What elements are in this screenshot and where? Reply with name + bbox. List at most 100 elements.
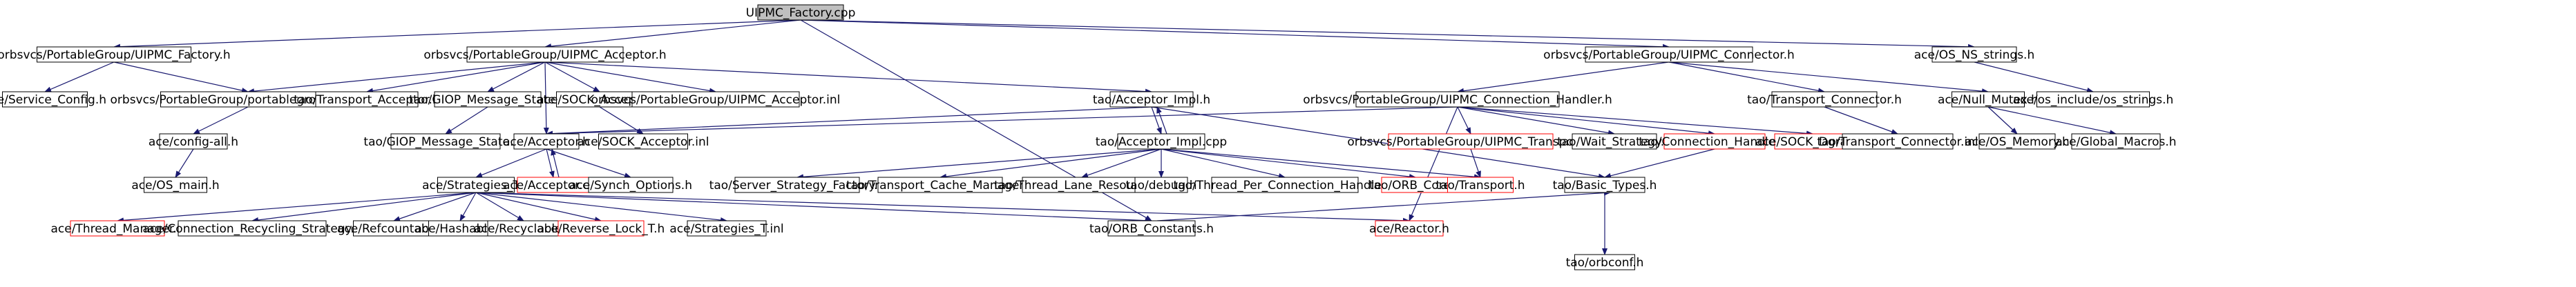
- node-label: tao/Acceptor_Impl.h: [1093, 93, 1210, 107]
- node-box: [1107, 220, 1196, 237]
- node-ace-refcountable-h[interactable]: ace/Refcountable.h: [337, 220, 450, 237]
- node-ace-os-main-h[interactable]: ace/OS_main.h: [131, 177, 220, 193]
- node-box: [1771, 91, 1878, 108]
- node-tao-orbconf-h[interactable]: tao/orbconf.h: [1566, 254, 1644, 270]
- edge-strategies_t_h-to-refcountable: [393, 192, 477, 221]
- node-tao-orb-constants-h[interactable]: tao/ORB_Constants.h: [1089, 220, 1214, 237]
- edge-acceptor_impl_h-to-basic_types: [1151, 106, 1605, 179]
- edge-acceptor_impl_cpp-to-thread_per_conn: [1161, 148, 1286, 179]
- edge-acceptor_impl_cpp-to-thread_lane_resources: [1081, 148, 1162, 178]
- edge-ace_acceptor_h-to-strategies_t_h: [475, 148, 547, 178]
- node-label: tao/Basic_Types.h: [1553, 179, 1657, 192]
- node-label: tao/Connection_Handler.h: [1639, 135, 1790, 149]
- node-box: [1574, 254, 1635, 270]
- node-label: tao/GIOP_Message_State.inl: [363, 135, 527, 149]
- node-label: tao/orbconf.h: [1566, 256, 1644, 270]
- node-ace-sock-acceptor-inl[interactable]: ace/SOCK_Acceptor.inl: [577, 133, 709, 150]
- node-ace-service-config-h[interactable]: ace/Service_Config.h: [0, 91, 106, 108]
- edge-acceptor_impl_cpp-to-acceptor_impl_h: [1156, 106, 1167, 135]
- node-ace-os-include-os-strings-h[interactable]: ace/os_include/os_strings.h: [2013, 91, 2174, 108]
- node-box: [757, 4, 844, 21]
- node-tao-transport-connector-h[interactable]: tao/Transport_Connector.h: [1747, 91, 1902, 108]
- edge-connector_h-to-transport_connector: [1668, 61, 1825, 94]
- node-tao-orb-core-h[interactable]: tao/ORB_Core.h: [1369, 177, 1462, 193]
- node-box: [1931, 46, 2017, 63]
- node-tao-wait-strategy-h[interactable]: tao/Wait_Strategy.h: [1557, 133, 1672, 150]
- node-ace-os-ns-strings-h[interactable]: ace/OS_NS_strings.h: [1914, 46, 2034, 63]
- node-box: [1585, 46, 1753, 63]
- node-orbsvcs-portablegroup-uipmc-connection-handler-h[interactable]: orbsvcs/PortableGroup/UIPMC_Connection_H…: [1303, 91, 1612, 108]
- edge-strategies_t_h-to-thread_manager: [117, 192, 477, 224]
- node-tao-server-strategy-factory-h[interactable]: tao/Server_Strategy_Factory.h: [709, 177, 886, 193]
- node-box: [1134, 177, 1188, 193]
- edge-factory_h-to-pg_export: [113, 61, 249, 93]
- node-label: ace/OS_Memory.h: [1965, 135, 2070, 149]
- node-tao-thread-per-connection-handler-h[interactable]: tao/Thread_Per_Connection_Handler.h: [1174, 177, 1397, 193]
- node-ace-strategies-t-inl[interactable]: ace/Strategies_T.inl: [669, 220, 784, 237]
- node-ace-sock-dgram-h[interactable]: ace/SOCK_Dgram.h: [1755, 133, 1870, 150]
- node-ace-thread-manager-h[interactable]: ace/Thread_Manager.h: [50, 220, 184, 237]
- node-label: ace/SOCK_Dgram.h: [1755, 135, 1870, 149]
- node-box: [1375, 220, 1444, 237]
- node-label: ace/Acceptor.cpp: [503, 179, 604, 192]
- node-tao-giop-message-state-inl[interactable]: tao/GIOP_Message_State.inl: [363, 133, 528, 150]
- node-orbsvcs-portablegroup-uipmc-acceptor-h[interactable]: orbsvcs/PortableGroup/UIPMC_Acceptor.h: [423, 46, 667, 63]
- node-ace-recyclable-h[interactable]: ace/Recyclable.h: [474, 220, 573, 237]
- node-label: ace/Thread_Manager.h: [50, 222, 184, 236]
- node-orbsvcs-portablegroup-uipmc-acceptor-inl[interactable]: orbsvcs/PortableGroup/UIPMC_Acceptor.inl: [591, 91, 841, 108]
- node-label: tao/ORB_Constants.h: [1089, 222, 1214, 236]
- node-label: ace/Strategies_T.h: [422, 179, 530, 192]
- node-ace-acceptor-cpp[interactable]: ace/Acceptor.cpp: [503, 177, 604, 193]
- node-ace-os-memory-h[interactable]: ace/OS_Memory.h: [1965, 133, 2070, 150]
- node-ace-null-mutex-h[interactable]: ace/Null_Mutex.h: [1938, 91, 2039, 108]
- node-tao-transport-connector-inl[interactable]: tao/Transport_Connector.inl: [1817, 133, 1978, 150]
- node-ace-synch-options-h[interactable]: ace/Synch_Options.h: [569, 177, 692, 193]
- node-ace-sock-acceptor-h[interactable]: ace/SOCK_Acceptor.h: [537, 91, 662, 108]
- edge-pg_export-to-config_all: [193, 106, 249, 135]
- node-box: [2036, 91, 2150, 108]
- node-label: orbsvcs/PortableGroup/UIPMC_Connection_H…: [1303, 93, 1612, 107]
- node-box: [1978, 133, 2056, 150]
- node-tao-basic-types-h[interactable]: tao/Basic_Types.h: [1553, 177, 1657, 193]
- node-box: [390, 133, 501, 150]
- node-tao-connection-handler-h[interactable]: tao/Connection_Handler.h: [1639, 133, 1791, 150]
- node-box: [2, 91, 88, 108]
- node-ace-reactor-h[interactable]: ace/Reactor.h: [1369, 220, 1449, 237]
- node-tao-acceptor-impl-h[interactable]: tao/Acceptor_Impl.h: [1093, 91, 1210, 108]
- node-orbsvcs-portablegroup-uipmc-connector-h[interactable]: orbsvcs/PortableGroup/UIPMC_Connector.h: [1543, 46, 1795, 63]
- node-tao-transport-acceptor-h[interactable]: tao/Transport_Acceptor.h: [294, 91, 440, 108]
- node-orbsvcs-portablegroup-uipmc-factory-h[interactable]: orbsvcs/PortableGroup/UIPMC_Factory.h: [0, 46, 231, 63]
- node-ace-reverse-lock-t-h[interactable]: ace/Reverse_Lock_T.h: [537, 220, 665, 237]
- node-uipmc-factory-cpp[interactable]: UIPMC_Factory.cpp: [746, 4, 856, 21]
- edge-os_ns_strings-to-os_include_strings: [1974, 61, 2094, 93]
- node-box: [1388, 133, 1554, 150]
- edges-layer: [44, 19, 2117, 255]
- edge-conn_handler_h-to-uipmc_transport: [1457, 106, 1471, 135]
- node-orbsvcs-portablegroup-uipmc-transport-h[interactable]: orbsvcs/PortableGroup/UIPMC_Transport.h: [1347, 133, 1594, 150]
- node-label: tao/Thread_Per_Connection_Handler.h: [1174, 179, 1397, 192]
- node-ace-strategies-t-h[interactable]: ace/Strategies_T.h: [422, 177, 530, 193]
- edge-acceptor_impl_cpp-to-orb_core: [1161, 148, 1416, 179]
- node-tao-acceptor-impl-cpp[interactable]: tao/Acceptor_Impl.cpp: [1096, 133, 1227, 150]
- node-ace-acceptor-h[interactable]: ace/Acceptor.h: [503, 133, 590, 150]
- node-box: [1842, 133, 1954, 150]
- node-label: orbsvcs/PortableGroup/UIPMC_Acceptor.inl: [591, 93, 841, 107]
- node-ace-connection-recycling-strategy-h[interactable]: ace/Connection_Recycling_Strategy.h: [142, 220, 362, 237]
- node-box: [466, 46, 624, 63]
- edge-transport_connector-to-transport_connector_inl: [1824, 106, 1898, 135]
- node-label: ace/SOCK_Acceptor.inl: [577, 135, 709, 149]
- node-label: tao/Transport_Acceptor.h: [294, 93, 439, 107]
- node-tao-thread-lane-resources-h[interactable]: tao/Thread_Lane_Resources.h: [994, 177, 1170, 193]
- node-tao-giop-message-state-h[interactable]: tao/GIOP_Message_State.h: [409, 91, 566, 108]
- node-tao-transport-cache-manager-h[interactable]: tao/Transport_Cache_Manager.h: [846, 177, 1034, 193]
- edge-acceptor_impl_h-to-ace_acceptor_h: [546, 106, 1152, 137]
- node-label: orbsvcs/PortableGroup/UIPMC_Connector.h: [1543, 48, 1795, 62]
- node-tao-transport-h[interactable]: tao/Transport.h: [1435, 177, 1525, 193]
- node-label: ace/Reverse_Lock_T.h: [537, 222, 665, 236]
- node-tao-debug-h[interactable]: tao/debug.h: [1126, 177, 1197, 193]
- node-label: tao/Transport_Connector.inl: [1817, 135, 1978, 149]
- node-label: tao/Thread_Lane_Resources.h: [994, 179, 1170, 192]
- node-ace-global-macros-h[interactable]: ace/Global_Macros.h: [2055, 133, 2177, 150]
- node-ace-config-all-h[interactable]: ace/config-all.h: [149, 133, 238, 150]
- node-box: [70, 220, 165, 237]
